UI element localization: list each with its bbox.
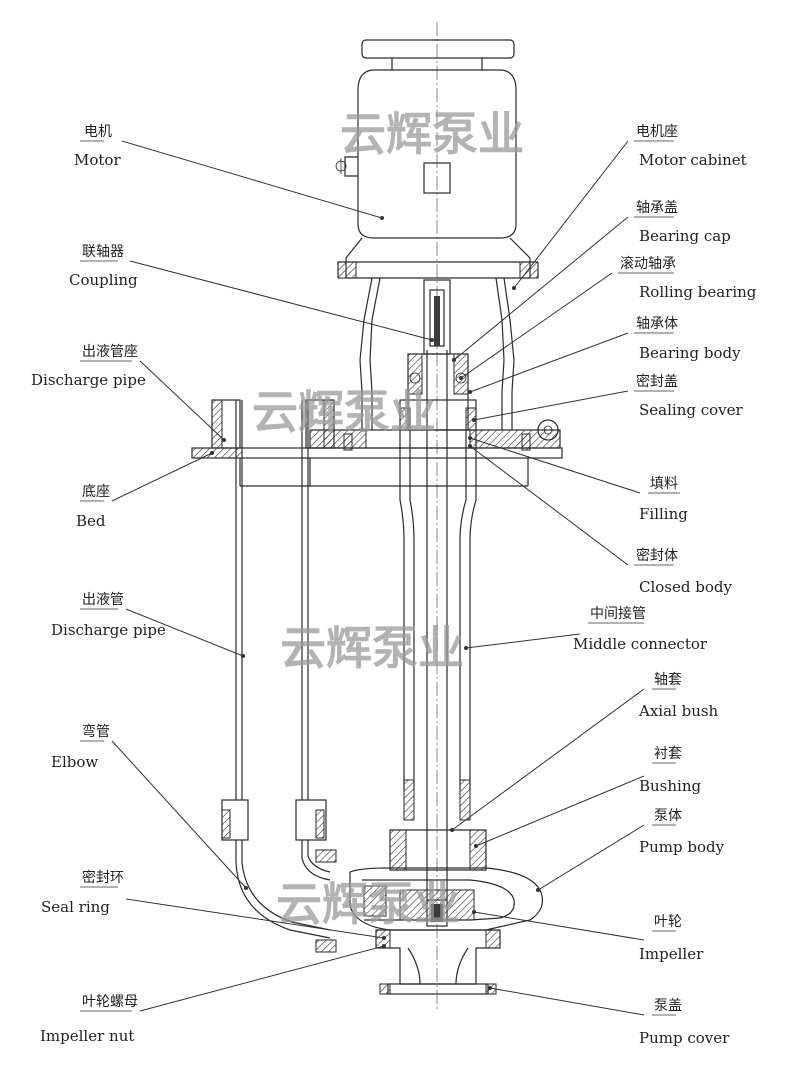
label-zh: 出液管	[82, 592, 124, 608]
label-bed: 底座 Bed	[76, 451, 214, 530]
label-axial-bush: 轴套 Axial bush	[450, 672, 719, 832]
label-en: Sealing cover	[639, 401, 744, 419]
label-sealing-cover: 密封盖 Sealing cover	[472, 373, 744, 422]
label-en: Bearing cap	[639, 227, 731, 245]
label-en: Motor	[74, 151, 121, 169]
label-impeller-nut: 叶轮螺母 Impeller nut	[40, 944, 386, 1045]
bed-drawing	[191, 419, 563, 487]
label-zh: 泵体	[654, 808, 682, 824]
label-en: Discharge pipe	[31, 371, 146, 389]
label-en: Pump cover	[639, 1029, 730, 1047]
watermark-text: 云辉泵业	[340, 107, 524, 161]
watermarks: 云辉泵业 云辉泵业 云辉泵业 云辉泵业	[252, 107, 524, 931]
label-zh: 叶轮螺母	[82, 994, 138, 1010]
watermark-text: 云辉泵业	[276, 877, 460, 931]
label-zh: 密封环	[82, 869, 124, 886]
label-zh: 联轴器	[82, 244, 124, 260]
label-en: Bed	[76, 512, 106, 530]
label-en: Motor cabinet	[639, 151, 747, 169]
label-en: Discharge pipe	[51, 621, 166, 639]
label-zh: 密封盖	[636, 373, 678, 390]
label-zh: 电机座	[636, 124, 678, 140]
label-bushing: 衬套 Bushing	[474, 746, 702, 848]
label-bearing-cap: 轴承盖 Bearing cap	[452, 200, 731, 362]
label-motor-cabinet: 电机座 Motor cabinet	[512, 124, 747, 290]
label-en: Bushing	[639, 777, 702, 795]
label-zh: 泵盖	[654, 998, 682, 1014]
label-zh: 出液管座	[82, 344, 138, 360]
label-zh: 中间接管	[590, 605, 646, 622]
label-zh: 滚动轴承	[620, 255, 676, 272]
label-pump-body: 泵体 Pump body	[536, 808, 725, 892]
label-middle-connector: 中间接管 Middle connector	[464, 605, 708, 653]
label-rolling-bearing: 滚动轴承 Rolling bearing	[459, 255, 757, 380]
bearing-body-drawing	[399, 353, 477, 431]
label-zh: 底座	[82, 484, 110, 500]
label-zh: 叶轮	[654, 914, 682, 930]
label-en: Impeller nut	[40, 1027, 134, 1045]
label-en: Impeller	[639, 945, 704, 963]
label-en: Seal ring	[41, 898, 110, 916]
label-zh: 轴承盖	[636, 200, 678, 216]
label-filling: 填料 Filling	[468, 436, 688, 523]
label-closed-body: 密封体 Closed body	[468, 444, 732, 596]
label-zh: 密封体	[636, 547, 678, 564]
label-zh: 电机	[84, 124, 112, 140]
label-discharge-pipe: 出液管 Discharge pipe	[51, 592, 245, 658]
label-en: Axial bush	[638, 702, 719, 720]
label-discharge-pipe-seat: 出液管座 Discharge pipe	[31, 344, 226, 442]
motor-cabinet-drawing	[359, 277, 515, 430]
label-zh: 轴套	[654, 672, 682, 688]
label-impeller: 叶轮 Impeller	[472, 910, 704, 963]
label-en: Bearing body	[639, 344, 741, 362]
watermark-text: 云辉泵业	[280, 621, 464, 675]
label-en: Elbow	[51, 753, 98, 771]
middle-connector-drawing	[399, 350, 477, 900]
watermark-text: 云辉泵业	[252, 385, 436, 439]
label-en: Filling	[639, 505, 688, 523]
label-en: Closed body	[639, 578, 732, 596]
label-elbow: 弯管 Elbow	[51, 723, 248, 890]
label-seal-ring: 密封环 Seal ring	[41, 869, 386, 940]
label-bearing-body: 轴承体 Bearing body	[468, 316, 741, 394]
label-en: Pump body	[639, 838, 725, 856]
discharge-pipe-drawing	[211, 399, 337, 953]
label-en: Rolling bearing	[639, 283, 757, 301]
label-zh: 衬套	[654, 746, 682, 762]
label-zh: 轴承体	[636, 316, 678, 332]
label-en: Coupling	[69, 271, 138, 289]
pump-drawing	[191, 22, 563, 1010]
label-motor: 电机 Motor	[74, 124, 384, 220]
label-en: Middle connector	[573, 635, 708, 653]
label-zh: 填料	[650, 476, 678, 492]
label-coupling: 联轴器 Coupling	[69, 244, 434, 342]
label-zh: 弯管	[82, 723, 110, 740]
label-pump-cover: 泵盖 Pump cover	[488, 986, 730, 1047]
